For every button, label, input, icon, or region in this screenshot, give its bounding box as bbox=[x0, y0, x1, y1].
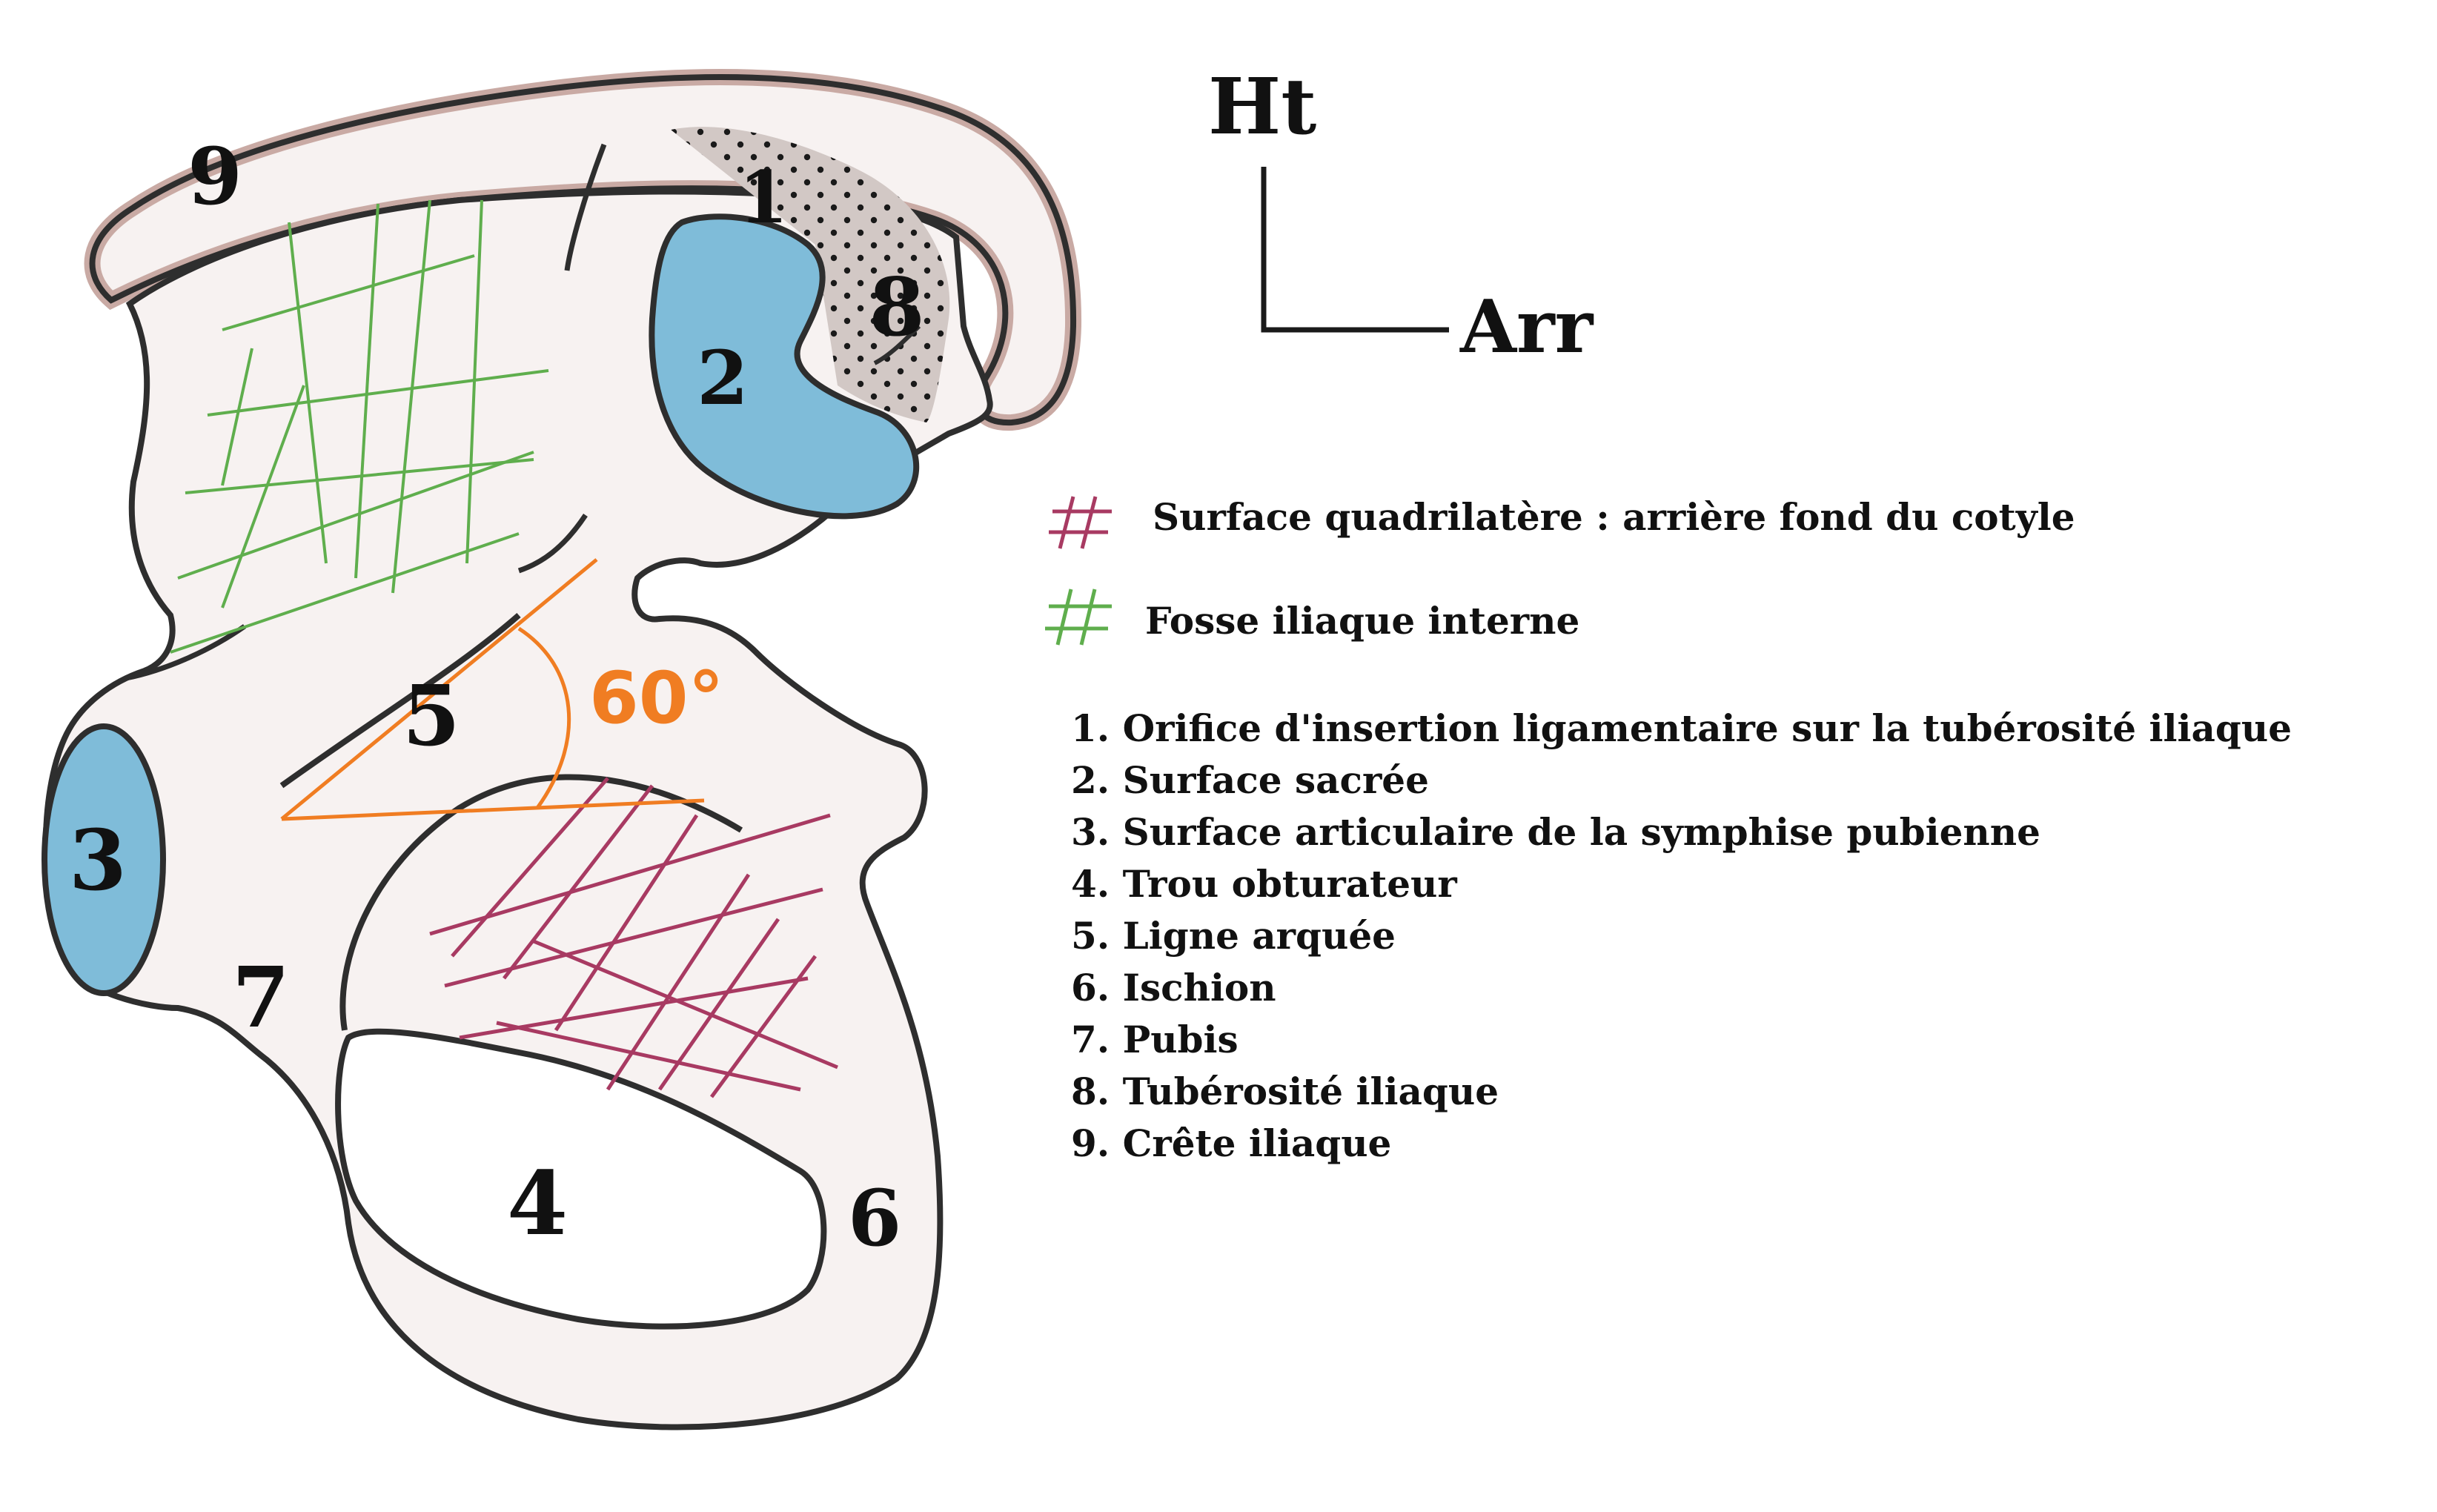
orientation-back-label: Arr bbox=[1459, 285, 1594, 370]
legend-item: 1. Orifice d'insertion ligamentaire sur … bbox=[1071, 706, 2292, 750]
pubic-symphysis-surface bbox=[42, 723, 166, 996]
orientation-lines bbox=[1261, 167, 1449, 333]
orientation-up-label: Ht bbox=[1208, 61, 1316, 152]
legend-item: 4. Trou obturateur bbox=[1071, 862, 1457, 906]
region-number-8: 8 bbox=[869, 261, 924, 354]
legend-green-hatch-icon bbox=[1045, 588, 1112, 646]
legend-item: 7. Pubis bbox=[1071, 1018, 1239, 1061]
region-number-9: 9 bbox=[188, 130, 242, 222]
red-hatch-grid bbox=[429, 777, 838, 1098]
legend-item: 2. Surface sacrée bbox=[1071, 758, 1429, 802]
iliac-interior-line-mid bbox=[517, 514, 588, 574]
region-number-6: 6 bbox=[848, 1173, 901, 1264]
legend-item: 5. Ligne arquée bbox=[1071, 914, 1396, 958]
region-number-7: 7 bbox=[232, 949, 290, 1047]
legend-red-hatch-text: Surface quadrilatère : arrière fond du c… bbox=[1153, 495, 2075, 539]
region-number-3: 3 bbox=[69, 812, 127, 909]
legend-item: 8. Tubérosité iliaque bbox=[1071, 1070, 1499, 1113]
region-number-4: 4 bbox=[507, 1152, 568, 1255]
sacral-surface bbox=[649, 213, 919, 520]
green-hatch-grid bbox=[170, 199, 549, 654]
iliac-tuberosity-dotted bbox=[671, 127, 950, 422]
orientation-axes: Ht Arr bbox=[1208, 61, 1594, 370]
region-number-2: 2 bbox=[697, 334, 749, 422]
pubic-ramus-line bbox=[125, 624, 247, 681]
legend-item: 6. Ischion bbox=[1071, 966, 1276, 1009]
legend-item: 3. Surface articulaire de la symphise pu… bbox=[1071, 810, 2040, 854]
angle-marker bbox=[280, 558, 705, 821]
iliac-interior-line-upper bbox=[564, 143, 607, 271]
region-number-5: 5 bbox=[402, 668, 460, 765]
ischiopubic-ramus-line bbox=[339, 774, 743, 1031]
arcuate-line-stroke bbox=[279, 612, 521, 789]
tuberosity-stroke bbox=[873, 324, 921, 365]
angle-label: 60° bbox=[589, 657, 724, 740]
legend-green-hatch-text: Fosse iliaque interne bbox=[1145, 599, 1579, 643]
region-number-1: 1 bbox=[739, 156, 789, 239]
numbered-legend: 1. Orifice d'insertion ligamentaire sur … bbox=[1071, 706, 2292, 1165]
legend-red-hatch-icon bbox=[1049, 496, 1112, 549]
legend-item: 9. Crête iliaque bbox=[1071, 1121, 1391, 1165]
obturator-foramen bbox=[335, 1028, 827, 1330]
